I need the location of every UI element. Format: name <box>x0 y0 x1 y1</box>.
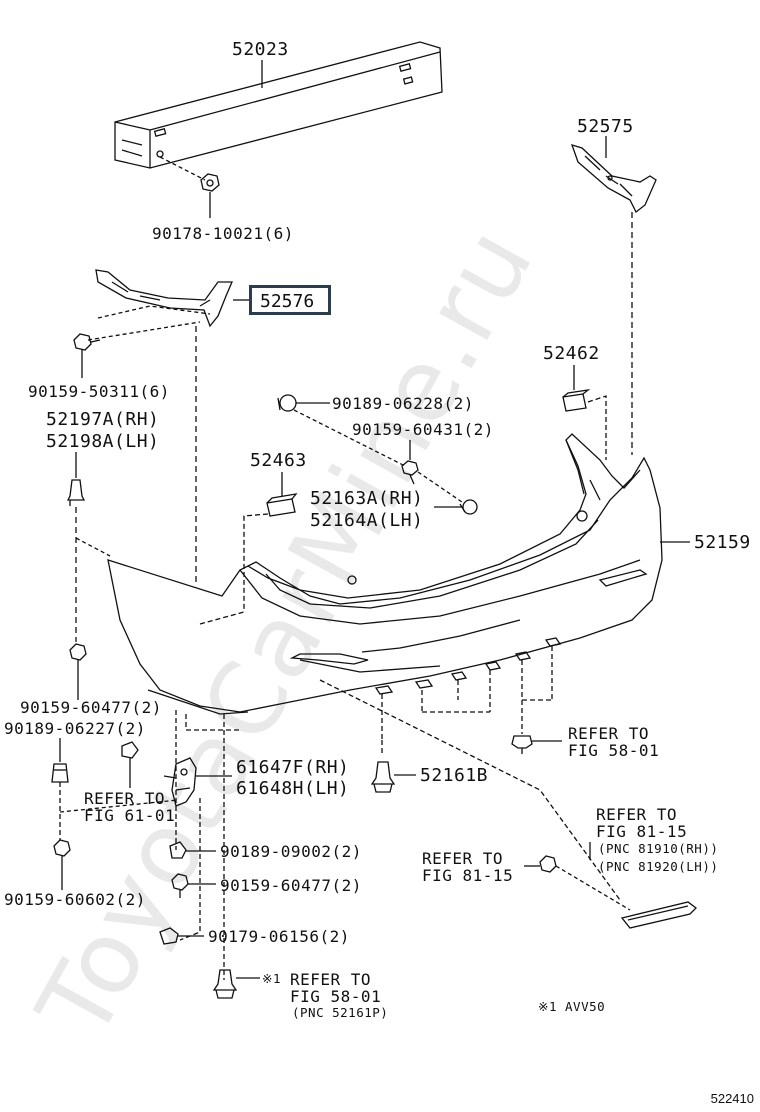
screw-90159-60477b-part[interactable] <box>171 873 189 898</box>
part-61647-label[interactable]: 61647F(RH) <box>236 757 350 778</box>
highlighted-part-box[interactable]: 52576 <box>249 285 331 315</box>
bracket-61647-part[interactable] <box>163 757 197 807</box>
part-90189-09002-label[interactable]: 90189-09002(2) <box>220 842 362 861</box>
footnote: ※1 AVV50 <box>538 999 606 1014</box>
part-52462-label[interactable]: 52462 <box>543 343 600 364</box>
screw-90159-50311-part[interactable] <box>73 333 101 351</box>
part-52161-label[interactable]: 52161B <box>420 765 489 786</box>
part-52463-label[interactable]: 52463 <box>250 450 307 471</box>
clip-90189-09002-part[interactable] <box>169 841 187 859</box>
bracket-52576-part[interactable] <box>95 269 233 328</box>
bumper-reinforcement-part[interactable] <box>114 41 443 169</box>
refer-fig-81-15-line1[interactable]: REFER TO <box>596 805 678 824</box>
part-90179-06156-label[interactable]: 90179-06156(2) <box>208 927 350 946</box>
part-52023-label[interactable]: 52023 <box>232 39 289 60</box>
clip-52163-part[interactable] <box>459 499 478 515</box>
part-90189-06228-label[interactable]: 90189-06228(2) <box>332 394 474 413</box>
part-52163-label[interactable]: 52163A(RH) <box>310 488 424 509</box>
highlighted-part-number: 52576 <box>260 291 315 312</box>
retainer-52161-part[interactable] <box>370 761 396 793</box>
retainer-52197-part[interactable] <box>66 479 86 506</box>
refer-fig-81-15-b-line2[interactable]: FIG 81-15 <box>422 866 514 885</box>
part-90159-60477b-label[interactable]: 90159-60477(2) <box>220 876 362 895</box>
part-52575-label[interactable]: 52575 <box>577 116 634 137</box>
refer-fig-58-01-b-line1[interactable]: REFER TO <box>290 970 372 989</box>
part-52197-label[interactable]: 52197A(RH) <box>46 409 160 430</box>
refer-fig-58-01-b-line2[interactable]: FIG 58-01 <box>290 987 382 1006</box>
diagram-code: 522410 <box>710 1091 754 1106</box>
pad-52463-part[interactable] <box>266 493 298 517</box>
screw-90159-60477-part[interactable] <box>69 643 87 668</box>
refer-fig-58-01-b-mark: ※1 <box>262 971 281 986</box>
refer-fig-81-15-b-line1[interactable]: REFER TO <box>422 849 504 868</box>
screw-90159-60602-part[interactable] <box>53 839 71 866</box>
part-90159-50311-label[interactable]: 90159-50311(6) <box>28 382 170 401</box>
refer-fig-61-01-line1[interactable]: REFER TO <box>84 789 166 808</box>
clip-refer-58-01-part[interactable] <box>511 735 533 754</box>
refer-fig-58-01-b-pnc: (PNC 52161P) <box>292 1005 389 1020</box>
screw-90159-60431-part[interactable] <box>401 460 419 485</box>
part-61648-label[interactable]: 61648H(LH) <box>236 778 350 799</box>
part-52159-label[interactable]: 52159 <box>694 532 751 553</box>
refer-fig-81-15-pnc-lh: (PNC 81920(LH)) <box>598 859 719 874</box>
pad-52462-part[interactable] <box>562 388 591 412</box>
clip-90189-06227-part[interactable] <box>51 763 69 783</box>
bracket-52575-part[interactable] <box>570 144 657 213</box>
clip-refer-61-01-part[interactable] <box>121 741 139 759</box>
part-90159-60602-label[interactable]: 90159-60602(2) <box>4 890 146 909</box>
refer-fig-81-15-line2[interactable]: FIG 81-15 <box>596 822 688 841</box>
refer-fig-81-15-pnc-rh: (PNC 81910(RH)) <box>598 841 719 856</box>
clip-90179-06156-part[interactable] <box>159 927 179 945</box>
part-52198-label[interactable]: 52198A(LH) <box>46 431 160 452</box>
nut-refer-81-15-part[interactable] <box>539 855 557 873</box>
part-90159-60477-label[interactable]: 90159-60477(2) <box>20 698 162 717</box>
refer-fig-58-01-line2[interactable]: FIG 58-01 <box>568 741 660 760</box>
bumper-cover-52159-part[interactable] <box>107 433 663 715</box>
reflector-refer-81-15-part[interactable] <box>620 901 697 929</box>
refer-fig-58-01-line1[interactable]: REFER TO <box>568 724 650 743</box>
part-52164-label[interactable]: 52164A(LH) <box>310 510 424 531</box>
part-90189-06227-label[interactable]: 90189-06227(2) <box>4 719 146 738</box>
part-90178-label[interactable]: 90178-10021(6) <box>152 224 294 243</box>
part-90159-60431-label[interactable]: 90159-60431(2) <box>352 420 494 439</box>
refer-fig-61-01-line2[interactable]: FIG 61-01 <box>84 806 176 825</box>
clip-90189-06228-part[interactable] <box>277 394 297 412</box>
retainer-refer-58-01-part[interactable] <box>212 969 238 999</box>
nut-90178-part[interactable] <box>200 173 220 192</box>
